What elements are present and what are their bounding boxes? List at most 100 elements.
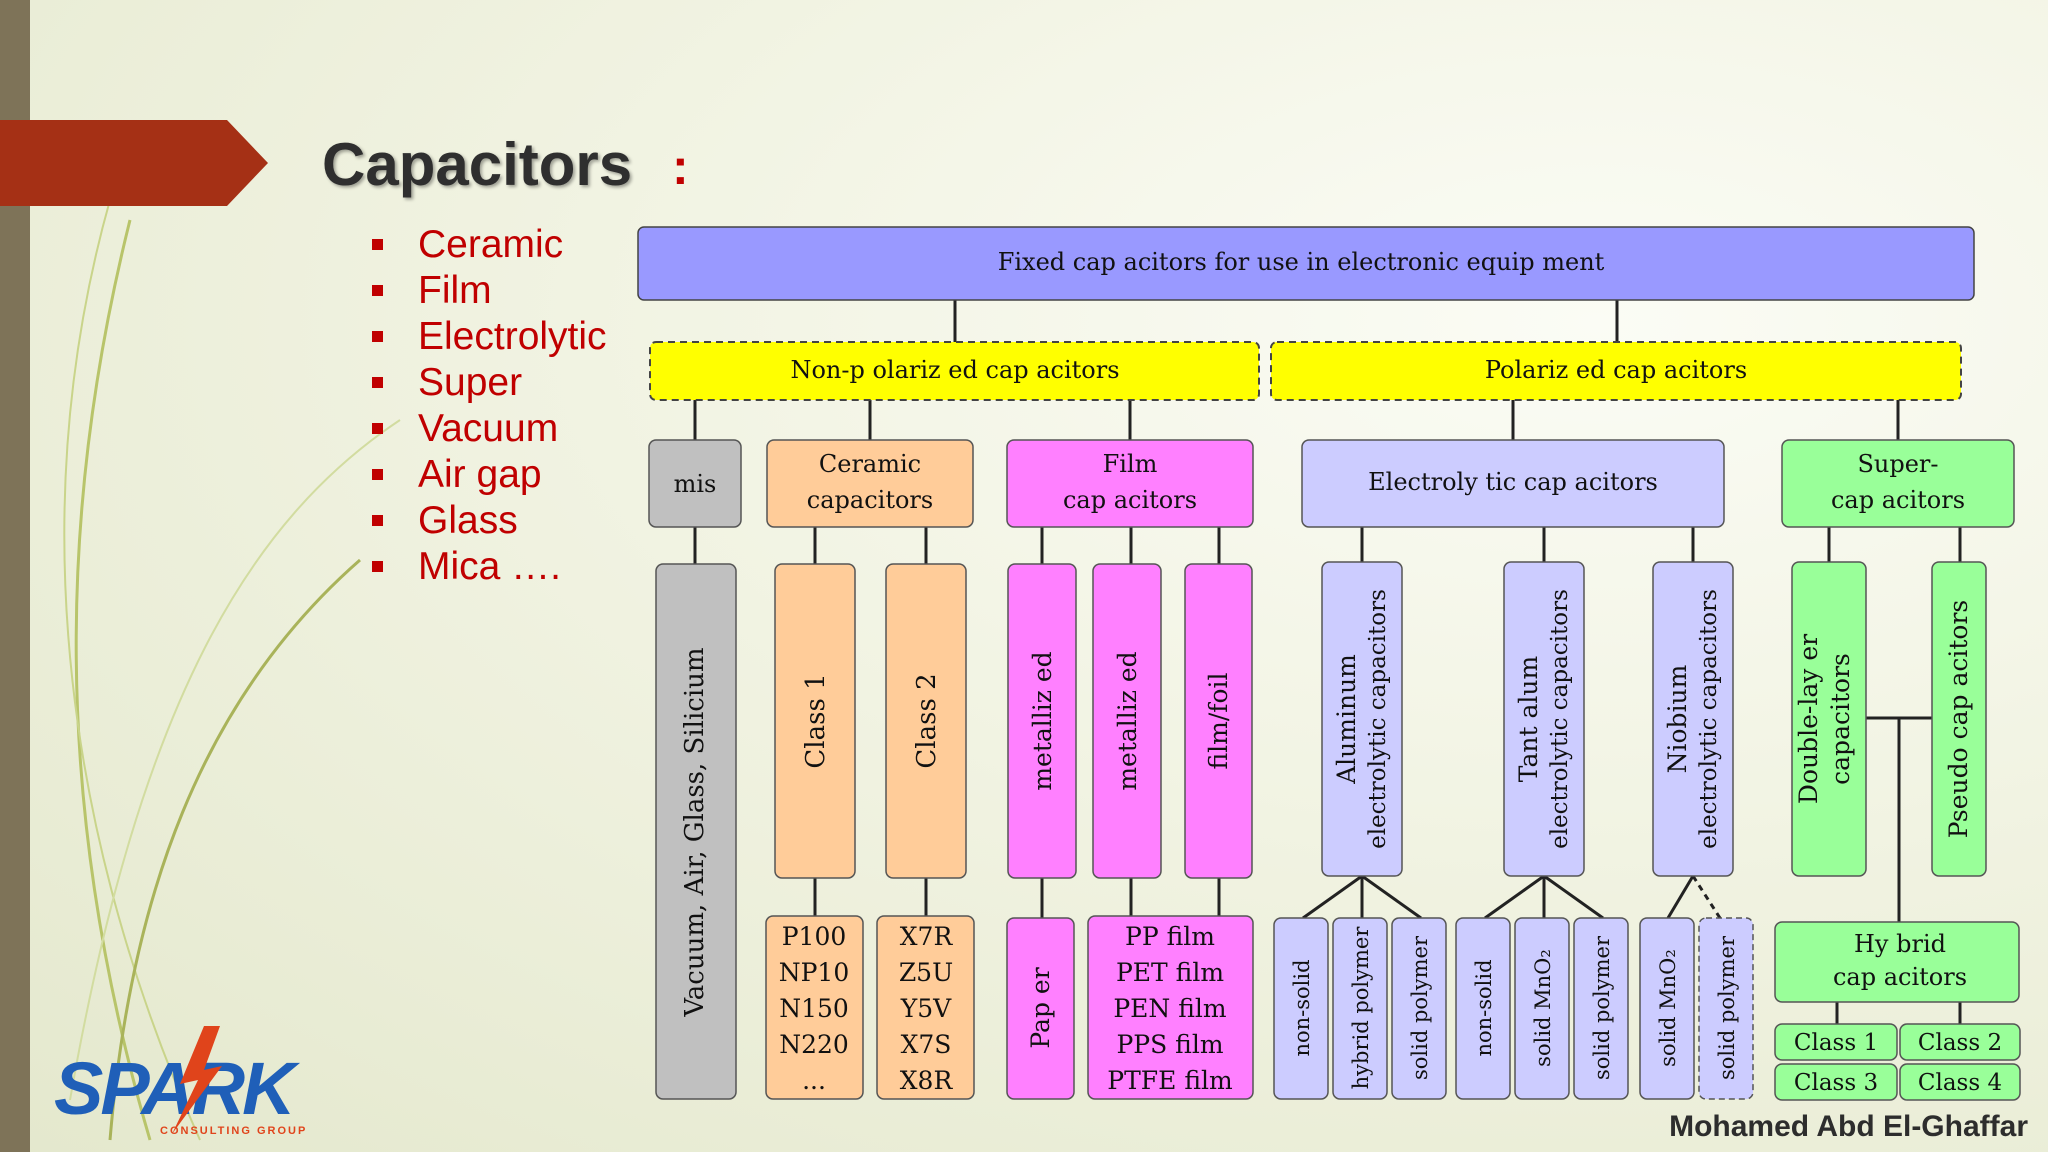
aluminum-label-line2: electrolytic capacitors — [1365, 589, 1391, 849]
ta-leaf-label: solid polymer — [1590, 935, 1614, 1080]
title-arrow-marker — [0, 120, 268, 206]
connector-lines — [693, 300, 1962, 1024]
film-types-box — [1087, 915, 1254, 1100]
class2-code: X7R — [900, 922, 954, 951]
ceramic-class2-box — [885, 563, 967, 879]
niobium-label-line2: electrolytic capacitors — [1696, 589, 1722, 849]
hybrid-class-label: Class 4 — [1918, 1070, 2002, 1096]
ceramic-class2-label: Class 2 — [912, 673, 942, 768]
aluminum-box — [1321, 561, 1403, 877]
author-name: Mohamed Abd El-Ghaffar — [1669, 1110, 2028, 1143]
class1-code: ... — [802, 1066, 826, 1095]
film-label-line1: Film — [1103, 450, 1158, 478]
class2-code: Z5U — [899, 958, 953, 987]
electrolytic-box — [1301, 439, 1725, 528]
hybrid-class-label: Class 3 — [1794, 1070, 1878, 1096]
class1-code: NP10 — [779, 958, 850, 987]
non-polarized-box — [649, 341, 1260, 401]
hybrid-class-box — [1774, 1023, 1898, 1061]
film-type: PP film — [1125, 922, 1215, 951]
spark-logo: SPARK CONSULTING GROUP — [54, 1026, 307, 1137]
aluminum-label-line1: Aluminum — [1332, 654, 1361, 785]
ta-leaf-label: solid MnO₂ — [1531, 949, 1555, 1067]
niobium-label-line1: Niobium — [1663, 664, 1692, 773]
tantalum-label-line1: Tant alum — [1514, 655, 1543, 782]
nb-leaf-box-dashed — [1698, 917, 1754, 1100]
bullet-item: Vacuum — [372, 406, 607, 452]
class2-code: X8R — [900, 1066, 954, 1095]
class1-code: P100 — [782, 922, 847, 951]
polarized-label: Polariz ed cap acitors — [1485, 356, 1747, 384]
bullet-item: Ceramic — [372, 222, 607, 268]
film-type: PEN film — [1113, 994, 1227, 1023]
film-foil-box — [1184, 563, 1253, 879]
nb-leaf-label: solid MnO₂ — [1656, 949, 1680, 1067]
bullet-square-icon — [372, 331, 383, 342]
slide-title: Capacitors — [322, 131, 633, 198]
root-box — [637, 226, 1975, 301]
misc-box — [648, 439, 742, 528]
pseudo-label: Pseudo cap acitors — [1944, 600, 1973, 839]
bullet-item: Air gap — [372, 452, 607, 498]
film-metallized2-label: metalliz ed — [1113, 651, 1142, 790]
bullet-item: Super — [372, 360, 607, 406]
film-metallized2-box — [1092, 563, 1162, 879]
ceramic-class1-label: Class 1 — [801, 673, 831, 768]
al-leaf-box — [1332, 917, 1388, 1100]
misc-label: mis — [674, 470, 717, 498]
bullet-item: Film — [372, 268, 607, 314]
super-label-line2: cap acitors — [1831, 486, 1965, 514]
lightning-bolt-icon — [172, 1026, 222, 1134]
al-leaf-label: solid polymer — [1408, 935, 1432, 1080]
bullet-square-icon — [372, 515, 383, 526]
class1-code: N220 — [779, 1030, 849, 1059]
class1-codes-box — [765, 915, 864, 1100]
bullet-square-icon — [372, 469, 383, 480]
class1-code: N150 — [779, 994, 849, 1023]
film-metallized1-box — [1007, 563, 1077, 879]
film-type: PPS film — [1116, 1030, 1223, 1059]
pseudo-box — [1931, 561, 1987, 877]
title-colon: : — [672, 139, 689, 195]
super-box — [1781, 439, 2015, 528]
ta-leaf-box — [1455, 917, 1511, 1100]
hybrid-class-box — [1774, 1063, 1898, 1101]
hybrid-box — [1774, 921, 2020, 1003]
film-label-line2: cap acitors — [1063, 486, 1197, 514]
logo-subtitle: CONSULTING GROUP — [160, 1125, 307, 1137]
tantalum-label-line2: electrolytic capacitors — [1547, 589, 1573, 849]
misc-leaf-box — [655, 563, 737, 1100]
ceramic-box — [766, 439, 974, 528]
hybrid-class-label: Class 1 — [1794, 1030, 1878, 1056]
film-metallized1-label: metalliz ed — [1028, 651, 1057, 790]
class2-codes-box — [876, 915, 975, 1100]
bullet-square-icon — [372, 423, 383, 434]
nb-leaf-label: solid polymer — [1715, 935, 1739, 1080]
double-layer-label-line2: capacitors — [1826, 653, 1855, 785]
hybrid-class-label: Class 2 — [1918, 1030, 2002, 1056]
decorative-swoosh — [63, 199, 401, 1141]
bullet-item: Electrolytic — [372, 314, 607, 360]
class1-codes: P100 NP10 N150 N220 ... — [779, 922, 850, 1095]
film-type: PET film — [1116, 958, 1224, 987]
root-label: Fixed cap acitors for use in electronic … — [998, 248, 1605, 276]
niobium-box — [1652, 561, 1734, 877]
al-leaf-label: non-solid — [1290, 959, 1314, 1056]
film-foil-label: film/foil — [1204, 672, 1233, 769]
double-layer-box — [1791, 561, 1867, 877]
hybrid-class-box — [1899, 1063, 2021, 1101]
film-paper-box — [1006, 917, 1075, 1100]
misc-leaf-label: Vacuum, Air, Glass, Silicium — [680, 647, 710, 1017]
bullet-square-icon — [372, 377, 383, 388]
ta-leaf-box — [1514, 917, 1570, 1100]
non-polarized-label: Non-p olariz ed cap acitors — [790, 356, 1119, 384]
film-types: PP film PET film PEN film PPS film PTFE … — [1107, 922, 1233, 1095]
al-leaf-box — [1391, 917, 1447, 1100]
bullet-list: Ceramic Film Electrolytic Super Vacuum A… — [372, 222, 607, 590]
film-paper-label: Pap er — [1026, 967, 1055, 1048]
hybrid-label-line2: cap acitors — [1833, 963, 1967, 991]
ceramic-label-line1: Ceramic — [819, 450, 921, 478]
nb-leaf-box — [1639, 917, 1695, 1100]
film-box — [1006, 439, 1254, 528]
